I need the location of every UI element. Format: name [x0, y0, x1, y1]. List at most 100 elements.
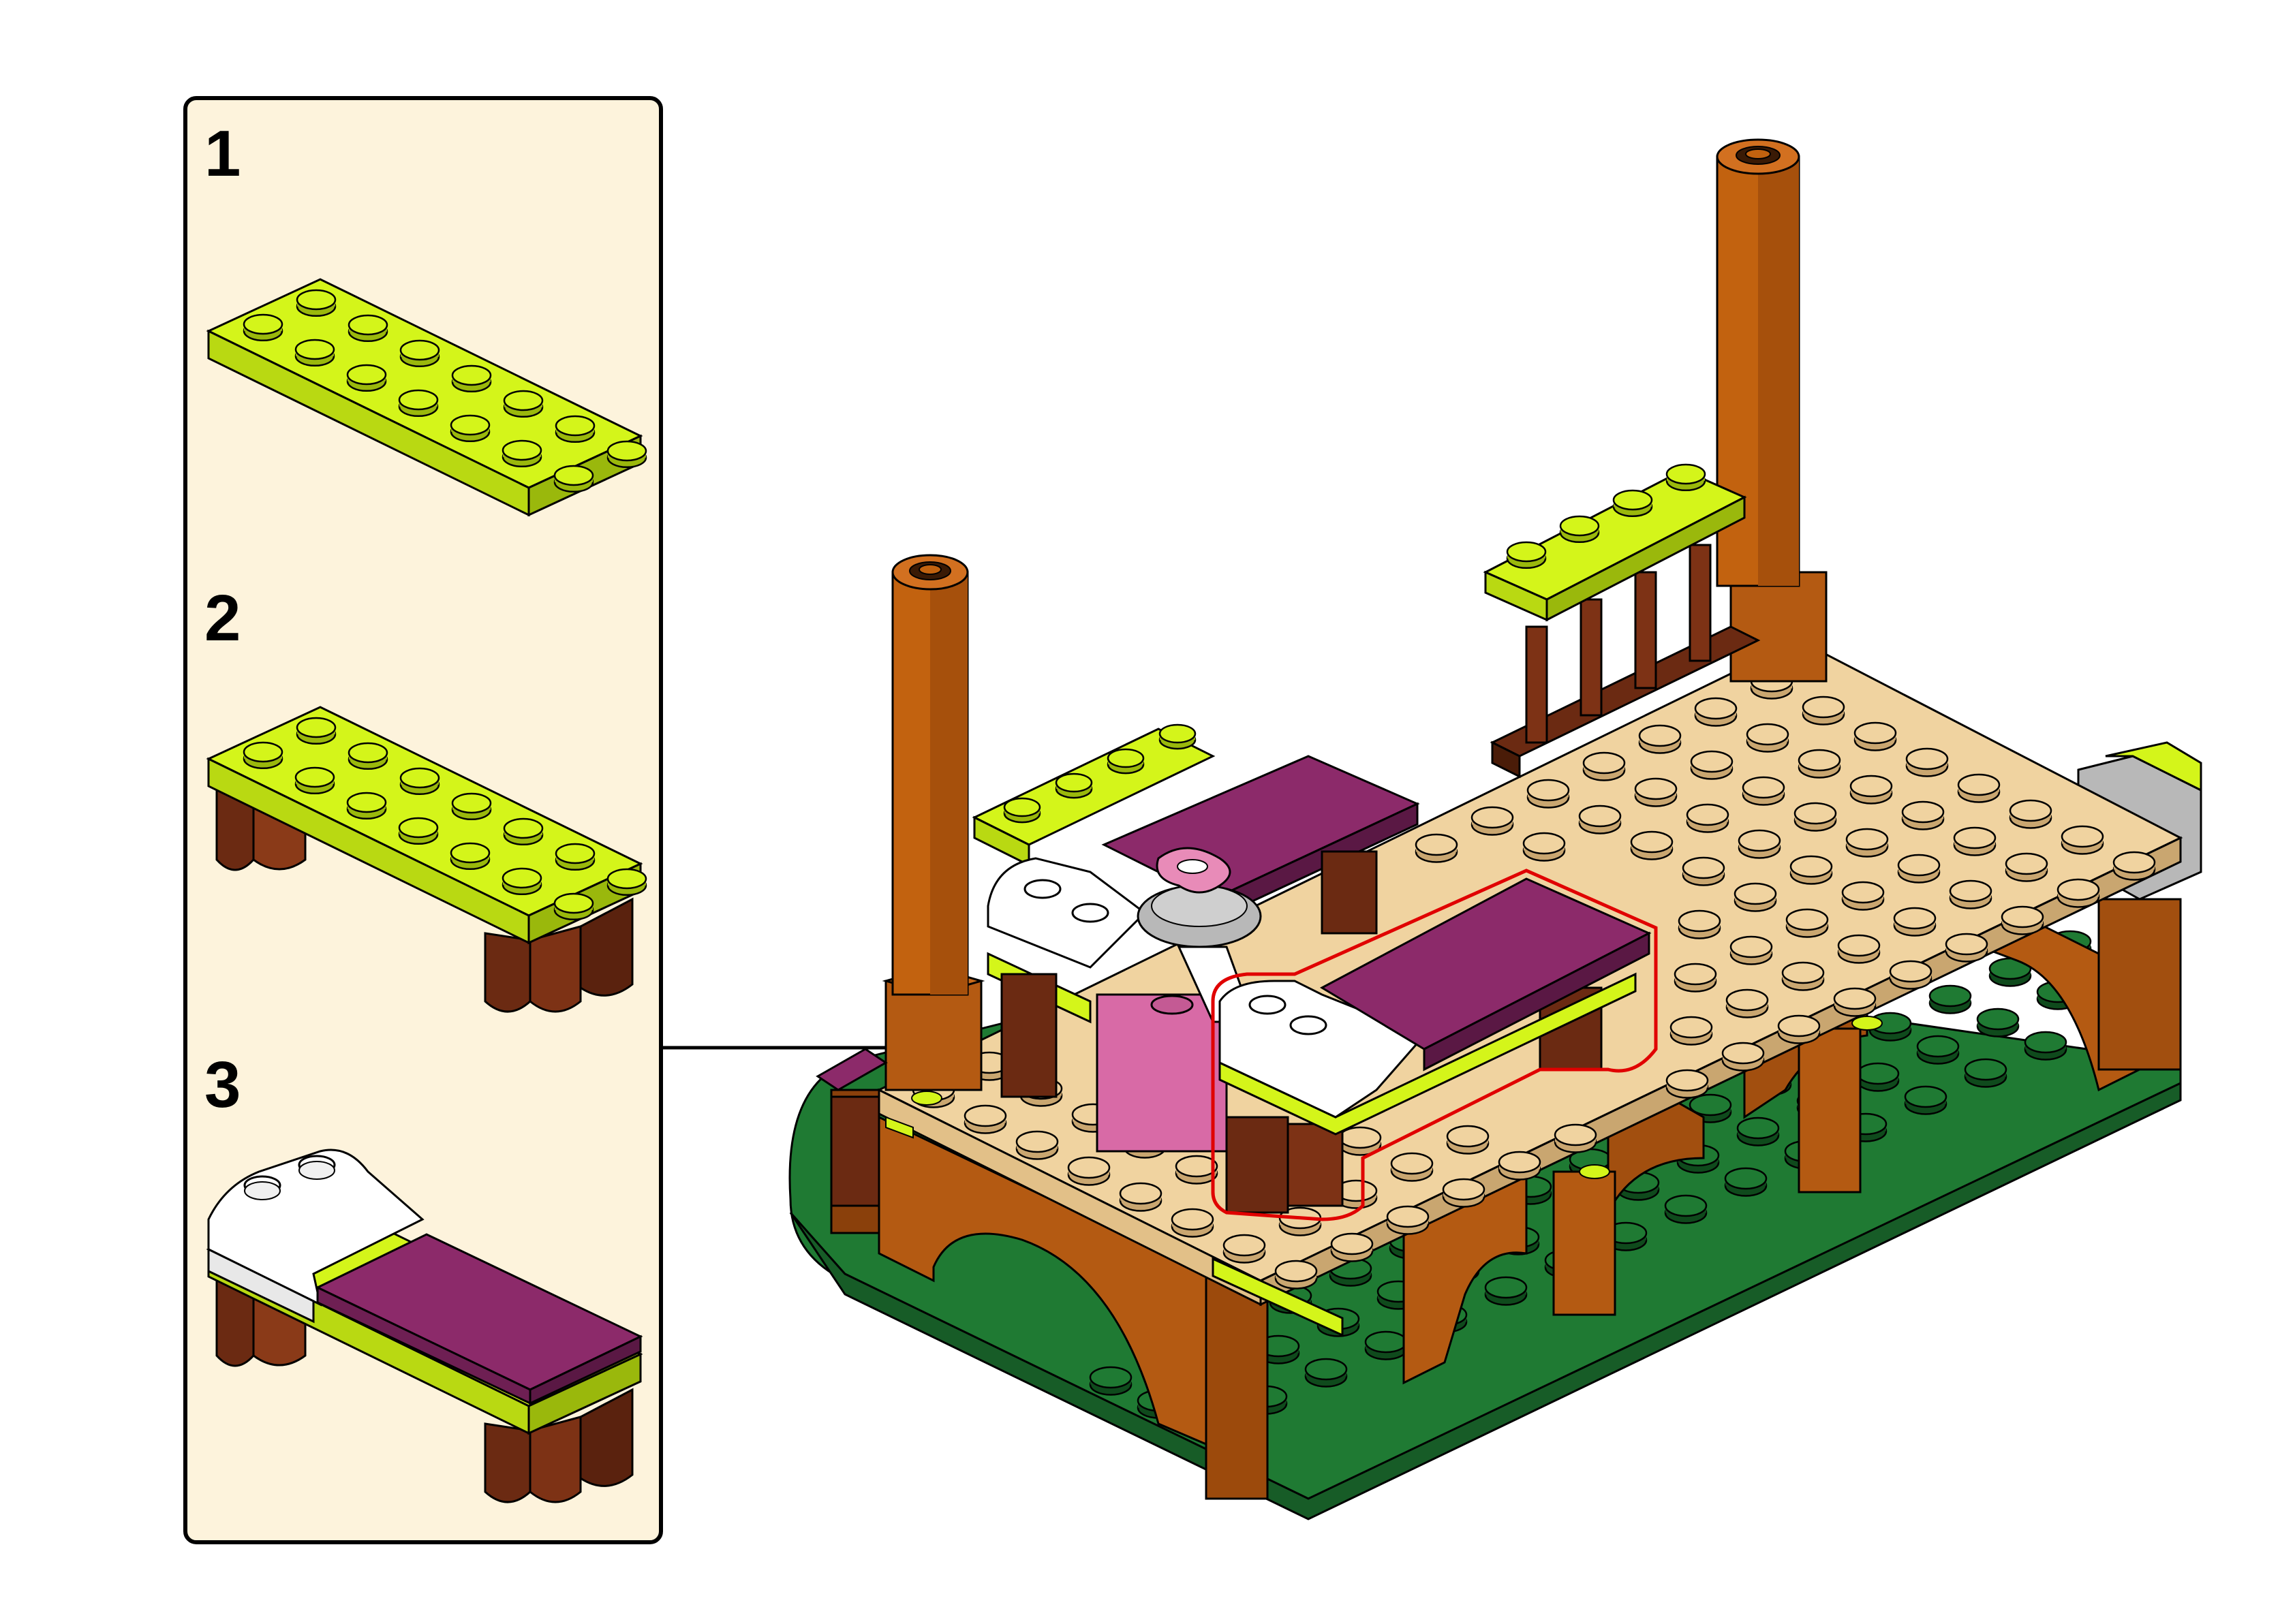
- tan-stud: [1682, 856, 1725, 886]
- step-3-bed-assembly: [206, 1149, 643, 1503]
- tan-stud: [1837, 934, 1881, 964]
- lime-stud: [399, 339, 440, 368]
- lime-stud: [503, 390, 544, 418]
- tan-stud: [1798, 749, 1841, 779]
- tan-stud: [1678, 909, 1721, 939]
- tan-stud: [1578, 805, 1622, 834]
- tan-stud: [1390, 1152, 1434, 1182]
- green-stud: [1916, 1035, 1960, 1065]
- lime-stud: [348, 742, 388, 770]
- green-stud: [1329, 1257, 1372, 1287]
- tan-stud: [2001, 905, 2044, 935]
- tan-stud: [1777, 1014, 1821, 1044]
- step-2-plate-with-legs: [206, 706, 647, 1013]
- lime-stud: [450, 414, 491, 443]
- tan-stud: [1953, 826, 1997, 856]
- tan-stud: [1638, 724, 1682, 754]
- tan-stud: [1781, 961, 1825, 991]
- tan-stud: [1634, 777, 1678, 807]
- step-1-lime-plate: [206, 278, 647, 517]
- tan-stud: [1833, 987, 1877, 1017]
- tan-stud: [1949, 879, 1992, 909]
- green-stud: [1664, 1194, 1708, 1224]
- lamp-table: [1096, 847, 1262, 1153]
- tan-stud: [1738, 829, 1781, 859]
- lime-stud: [1055, 772, 1093, 799]
- red-highlight-outline: [1211, 869, 1658, 1221]
- tan-stud: [1690, 750, 1734, 780]
- green-stud: [1904, 1085, 1947, 1115]
- new-bed-highlight: [1211, 869, 1658, 1221]
- tan-stud: [2057, 878, 2100, 908]
- tan-stud: [1446, 1125, 1490, 1155]
- tan-stud: [1338, 1126, 1382, 1156]
- green-stud: [1988, 957, 2032, 987]
- tan-stud: [1067, 1156, 1111, 1186]
- lime-stud: [555, 843, 596, 871]
- tan-stud: [1526, 779, 1570, 809]
- tan-stud: [1945, 933, 1988, 963]
- tan-stud: [1470, 806, 1514, 836]
- lime-stud: [1665, 463, 1706, 492]
- lime-stud: [346, 364, 387, 392]
- tan-stud: [1274, 1260, 1318, 1290]
- tan-stud: [1415, 833, 1458, 863]
- step-3-legs-right: [484, 1388, 634, 1503]
- lime-stud: [243, 313, 283, 342]
- lime-stud: [1158, 723, 1197, 750]
- tan-stud: [2009, 799, 2052, 829]
- tan-stud: [1630, 830, 1674, 860]
- lime-stud: [399, 767, 440, 796]
- lime-stud: [553, 465, 594, 493]
- green-stud: [1976, 1008, 2020, 1037]
- tan-stud: [1222, 1234, 1266, 1264]
- tan-stud: [2061, 825, 2104, 855]
- tan-stud: [1554, 1123, 1597, 1153]
- left-pillar: [882, 554, 985, 1091]
- main-model: [788, 138, 2202, 1520]
- lime-stud: [1506, 541, 1547, 569]
- lime-stud: [348, 314, 388, 343]
- tan-stud: [1853, 721, 1897, 751]
- green-stud: [1364, 1330, 1408, 1360]
- back-fence: [1483, 463, 1761, 779]
- lime-stud: [606, 440, 647, 469]
- lime-trim: [885, 1016, 1883, 1337]
- tan-stud: [1793, 802, 1837, 832]
- lime-stud: [1003, 797, 1041, 824]
- tan-stud: [1498, 1151, 1541, 1181]
- green-stud: [1856, 1062, 1900, 1092]
- lime-stud: [1612, 489, 1653, 518]
- tan-stud: [1905, 747, 1949, 777]
- lime-stud: [296, 717, 337, 745]
- green-stud: [1484, 1276, 1528, 1306]
- tan-stud: [1171, 1208, 1214, 1238]
- front-left-tile: [816, 1048, 888, 1207]
- lime-stud: [553, 892, 594, 921]
- tan-stud: [1674, 963, 1717, 993]
- tan-stud: [1746, 723, 1789, 753]
- tan-stud: [1785, 908, 1829, 938]
- fence-studs: [1506, 463, 1706, 569]
- lime-stud: [1107, 748, 1145, 775]
- tan-stud: [1386, 1205, 1430, 1235]
- step-number-3: 3: [204, 1048, 241, 1121]
- tan-stud: [1694, 697, 1738, 727]
- tan-stud: [1889, 960, 1932, 990]
- tan-stud: [1742, 776, 1785, 806]
- lime-stud: [451, 364, 492, 393]
- lime-stud: [503, 817, 544, 846]
- right-pillar: [1716, 138, 1828, 683]
- tan-stud: [1729, 935, 1773, 965]
- tan-stud: [1897, 854, 1941, 884]
- lime-stud: [502, 439, 542, 468]
- lime-stud: [606, 868, 647, 896]
- tan-stud: [1849, 775, 1893, 805]
- tan-stud: [1669, 1016, 1713, 1046]
- tan-stud: [1802, 696, 1845, 725]
- tan-stud: [1665, 1069, 1709, 1099]
- tan-stud: [1015, 1130, 1059, 1160]
- lime-stud: [555, 415, 596, 443]
- green-stud: [1089, 1366, 1133, 1396]
- green-stud: [2024, 1031, 2067, 1061]
